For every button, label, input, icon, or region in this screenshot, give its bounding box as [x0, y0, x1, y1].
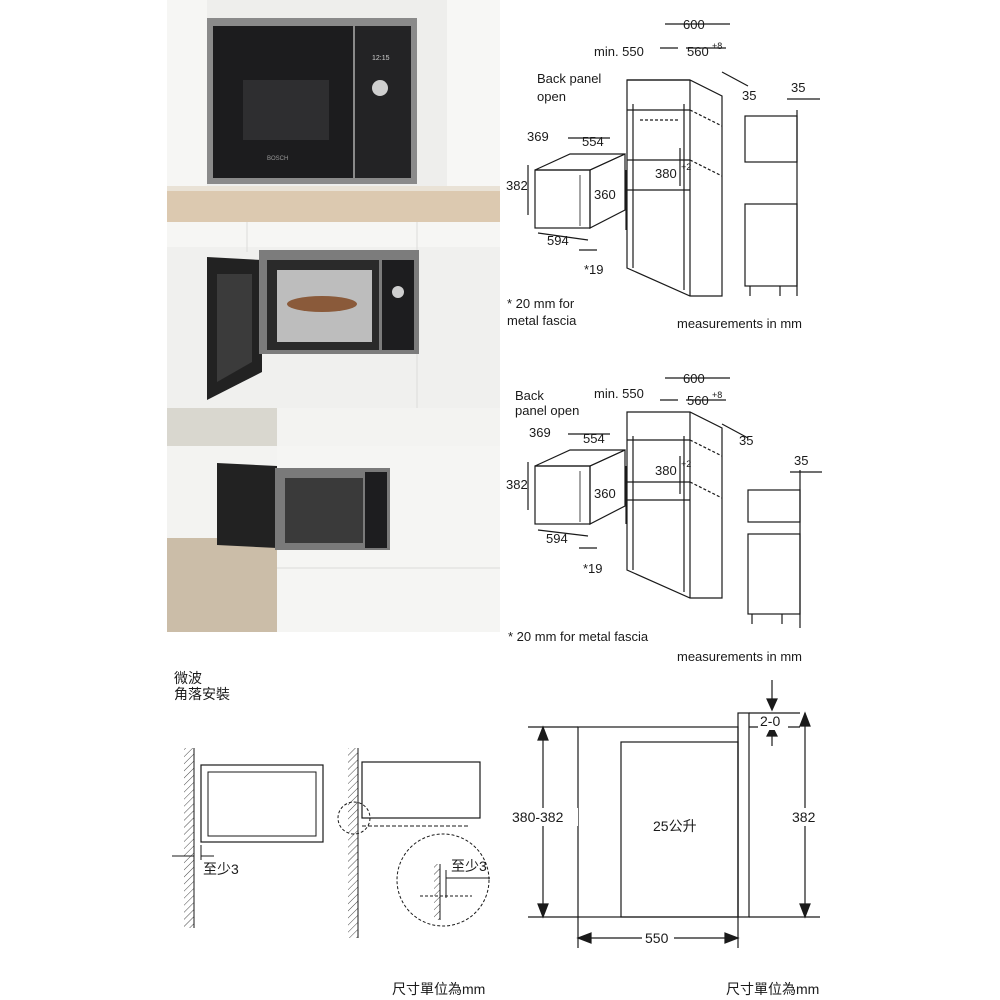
label-back: Back [515, 388, 544, 403]
dim-min-550: min. 550 [594, 44, 644, 59]
dim-35-b: 35 [791, 80, 805, 95]
dim-gap-2-0: 2-0 [760, 713, 780, 729]
dim-382: 382 [506, 178, 528, 193]
units-label: measurements in mm [677, 649, 802, 664]
units-label-left: 尺寸單位為mm [392, 981, 486, 997]
dim-560: 560 [687, 44, 709, 59]
dim-appliance-height: 382 [792, 809, 816, 825]
dim-35-a: 35 [739, 433, 753, 448]
units-label: measurements in mm [677, 316, 802, 331]
dim-369: 369 [529, 425, 551, 440]
footnote-line2: metal fascia [507, 313, 577, 328]
display-clock: 12:15 [372, 55, 390, 62]
capacity-label: 25公升 [653, 818, 697, 834]
footnote-line1: * 20 mm for [507, 296, 575, 311]
dim-594: 594 [547, 233, 569, 248]
dim-554: 554 [583, 431, 605, 446]
dim-382: 382 [506, 477, 528, 492]
photo-built-in-microwave-closed: 12:15 BOSCH [167, 0, 500, 222]
label-back-panel: Back panel [537, 71, 601, 86]
brand-logo: BOSCH [267, 156, 288, 162]
dim-niche-height: 380-382 [512, 809, 564, 825]
dim-360: 360 [594, 187, 616, 202]
min-gap-detail-label: 至少3 [451, 858, 487, 874]
corner-title-line1: 微波 [174, 670, 202, 686]
dim-369: 369 [527, 129, 549, 144]
dim-554: 554 [582, 134, 604, 149]
label-panel-open: panel open [515, 403, 579, 418]
dim-19: *19 [584, 262, 604, 277]
photo-microwave-kitchen-open [167, 408, 500, 632]
min-gap-label: 至少3 [203, 861, 239, 877]
dim-600: 600 [683, 371, 705, 386]
dim-560-tolerance: +8 [712, 41, 722, 51]
corner-title-line2: 角落安裝 [174, 686, 230, 702]
units-label-right: 尺寸單位為mm [726, 981, 820, 997]
dim-560: 560 [687, 393, 709, 408]
dim-min-550: min. 550 [594, 386, 644, 401]
label-back-panel-open: open [537, 89, 566, 104]
footnote: * 20 mm for metal fascia [508, 629, 649, 644]
dim-19: *19 [583, 561, 603, 576]
dim-35-b: 35 [794, 453, 808, 468]
dim-depth: 550 [645, 930, 669, 946]
dim-594: 594 [546, 531, 568, 546]
dim-380: 380 [655, 166, 677, 181]
dim-380-tolerance: +2 [681, 162, 691, 172]
dim-35-a: 35 [742, 88, 756, 103]
dim-360: 360 [594, 486, 616, 501]
dim-560-tolerance: +8 [712, 390, 722, 400]
dim-600: 600 [683, 17, 705, 32]
dim-380-tolerance: +2 [681, 459, 691, 469]
dim-380: 380 [655, 463, 677, 478]
photo-microwave-door-open [167, 222, 500, 408]
